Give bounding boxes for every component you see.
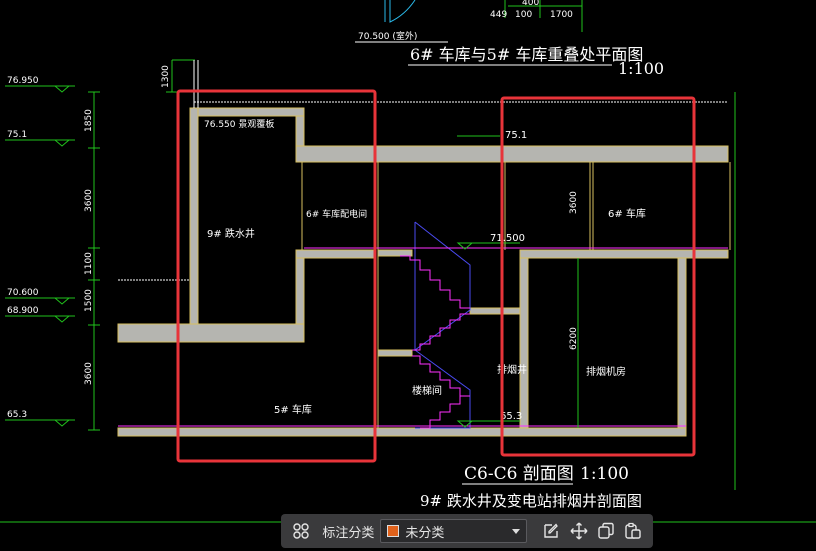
- category-label: 标注分类: [322, 525, 375, 541]
- edit-icon: [544, 523, 558, 538]
- edit-button[interactable]: [537, 517, 564, 545]
- label-elev-653: 65.3: [500, 411, 522, 422]
- apps-grid-icon: [292, 523, 309, 539]
- section-title: C6-C6 剖面图: [464, 464, 574, 484]
- elevation-76950: 76.950: [7, 76, 39, 86]
- elevation-70600: 70.600: [7, 288, 39, 298]
- label-stairwell: 楼梯间: [412, 384, 442, 397]
- label-garage-5: 5# 车库: [274, 403, 312, 416]
- category-select[interactable]: 未分类: [380, 519, 528, 543]
- top-elevation-note: 70.500 (室外): [358, 30, 417, 42]
- annotation-toolbar: 标注分类 未分类: [281, 514, 653, 548]
- copy-button[interactable]: [592, 517, 619, 545]
- vdim-6200: 6200: [569, 327, 579, 350]
- section-subtitle: 9# 跌水井及变电站排烟井剖面图: [420, 492, 642, 510]
- vdim-3600-lower: 3600: [84, 362, 94, 385]
- label-garage-6: 6# 车库: [608, 207, 646, 220]
- staircase: [400, 221, 471, 429]
- vdim-1300: 1300: [161, 65, 171, 88]
- vdim-1100: 1100: [84, 252, 94, 275]
- category-value: 未分类: [405, 525, 445, 541]
- paste-button[interactable]: [620, 517, 647, 545]
- top-dim-1700: 1700: [550, 10, 573, 20]
- label-elev-751: 75.1: [505, 130, 527, 141]
- top-plan-fragment: [384, 0, 583, 32]
- vdim-1500: 1500: [84, 289, 94, 312]
- move-icon: [570, 522, 588, 540]
- section-scale: 1:100: [580, 464, 629, 484]
- label-smoke-shaft: 排烟井: [497, 363, 527, 376]
- ground-lines: [118, 60, 728, 281]
- interior-lines: [301, 162, 731, 428]
- vdim-3600-right: 3600: [569, 191, 579, 214]
- section-walls: [117, 107, 729, 437]
- top-scale: 1:100: [618, 59, 664, 78]
- elevation-markers-left: [5, 85, 75, 427]
- label-fan-room: 排烟机房: [586, 365, 626, 378]
- category-color-swatch: [387, 525, 400, 537]
- top-dim-400: 400: [522, 0, 539, 8]
- inner-elevation-markers: [456, 242, 520, 428]
- top-dim-449: 449: [490, 10, 507, 20]
- paste-icon: [625, 522, 641, 539]
- top-title: 6# 车库与5# 车库重叠处平面图: [410, 45, 643, 64]
- highlight-box-left: [176, 89, 377, 463]
- copy-icon: [598, 522, 614, 539]
- apps-grid-button[interactable]: [287, 517, 314, 545]
- move-button[interactable]: [565, 517, 592, 545]
- label-transformer-room: 6# 车库配电间: [306, 208, 367, 220]
- vdim-1850: 1850: [84, 109, 94, 132]
- label-drop-well: 9# 跌水井: [207, 227, 255, 240]
- label-elev-71500: 71.500: [490, 233, 525, 244]
- elevation-751: 75.1: [7, 130, 27, 140]
- top-dim-100: 100: [515, 10, 532, 20]
- chevron-down-icon: [512, 528, 521, 534]
- elevation-653: 65.3: [7, 410, 27, 420]
- elevation-68900: 68.900: [7, 306, 39, 316]
- vdim-3600-upper: 3600: [84, 189, 94, 212]
- vertical-dimension-chain: [88, 59, 200, 431]
- highlight-box-right: [500, 96, 696, 457]
- label-slab-top: 76.550 景观覆板: [204, 118, 274, 130]
